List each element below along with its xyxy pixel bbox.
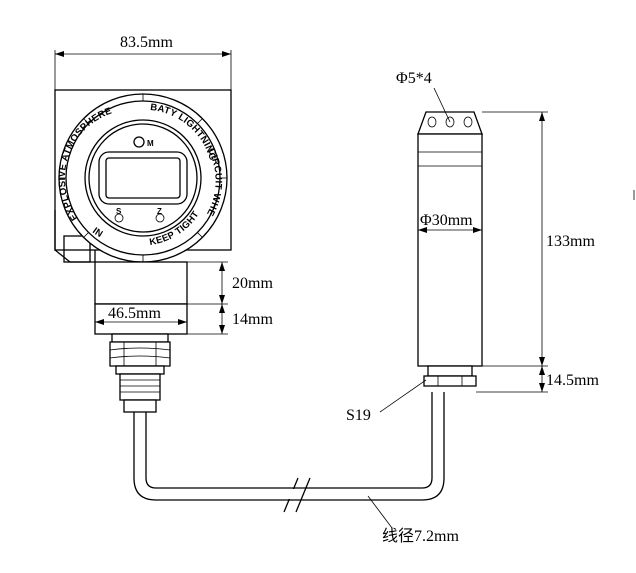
- housing-width-dimension: 83.5mm: [54, 34, 232, 95]
- probe-holes-label: Φ5*4: [396, 70, 432, 87]
- svg-text:S: S: [116, 207, 122, 216]
- cable-diameter-label: 线径7.2mm: [382, 527, 459, 545]
- svg-text:Z: Z: [157, 207, 162, 216]
- s-button: S: [114, 207, 124, 223]
- neck-height-dimensions: 20mm 14mm: [187, 261, 273, 335]
- fitting-height-label: 14mm: [232, 311, 273, 328]
- hex-nut-callout: S19: [346, 379, 427, 424]
- m-button: M: [133, 136, 154, 148]
- hex-nut-label: S19: [346, 407, 371, 424]
- neck-height-label: 20mm: [232, 275, 273, 292]
- neck-width-label: 46.5mm: [108, 305, 161, 322]
- probe-tail-label: 14.5mm: [546, 372, 599, 389]
- probe-diameter-label: Φ30mm: [420, 212, 473, 229]
- probe-length-dimensions: 133mm 14.5mm: [476, 111, 599, 393]
- lcd-display-window: [98, 151, 188, 205]
- probe: Φ30mm Φ5*4: [396, 70, 483, 387]
- neck-assembly: 46.5mm: [94, 261, 188, 413]
- housing-width-label: 83.5mm: [120, 34, 173, 51]
- svg-text:M: M: [147, 139, 154, 148]
- z-button: Z: [155, 207, 165, 223]
- cable: 线径7.2mm: [133, 392, 459, 545]
- transmitter-housing: EXPLOSIVE ATMOSPHERE BATY LIGHTNING CIRC…: [0, 0, 232, 263]
- probe-length-label: 133mm: [546, 233, 595, 250]
